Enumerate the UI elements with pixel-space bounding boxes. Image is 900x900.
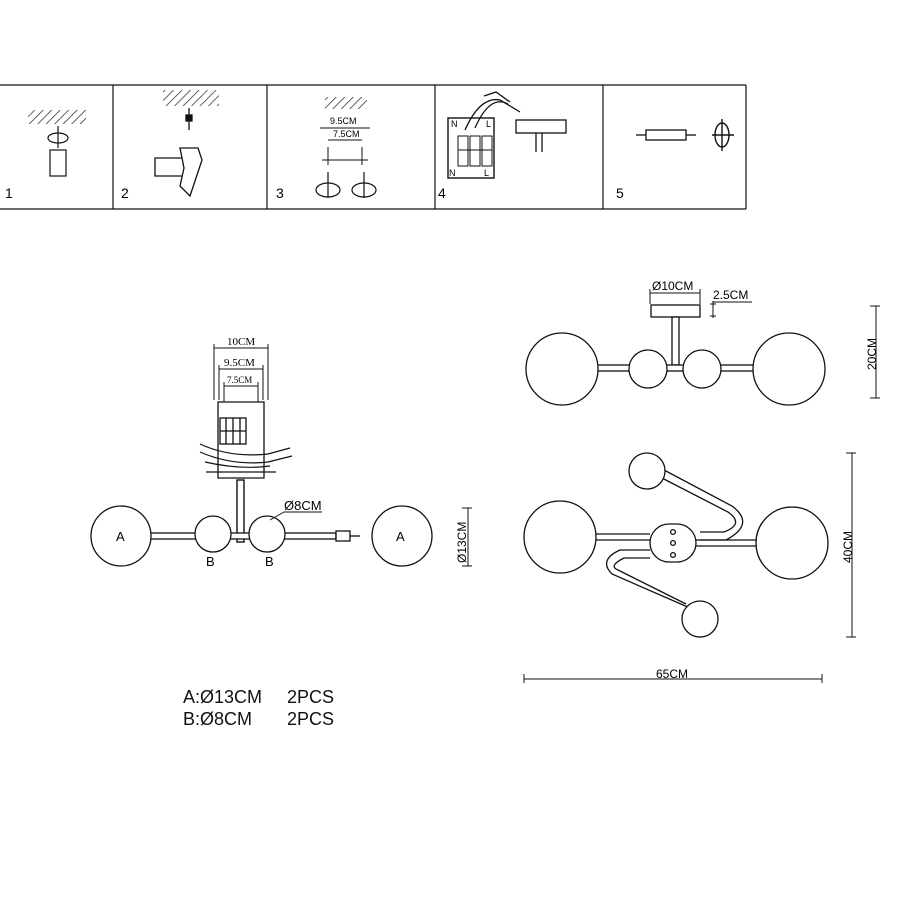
globe-a-right: A xyxy=(371,505,433,567)
arm-rod-icon xyxy=(636,129,696,141)
terminal-n-label: N xyxy=(451,119,458,129)
dim-inner-label: 7.5CM xyxy=(333,129,360,139)
canopy-height-label: 2.5CM xyxy=(713,288,748,302)
hole-outer-label: 9.5CM xyxy=(224,357,255,369)
globe-legend: A:Ø13CM 2PCS B:Ø8CM 2PCS xyxy=(183,686,334,730)
globe-b-left: B xyxy=(194,515,232,569)
depth-label: 40CM xyxy=(841,531,855,563)
depth-dimension xyxy=(846,452,856,638)
height-dimension xyxy=(870,305,880,399)
canopy-icon xyxy=(515,119,567,152)
small-globe-leader xyxy=(269,511,322,521)
canopy-diameter-label: Ø10CM xyxy=(652,279,693,293)
ceiling-hatch xyxy=(163,90,219,106)
globe-height-label: Ø13CM xyxy=(455,522,469,563)
wire-icon xyxy=(464,91,521,131)
legend-qty: 2PCS xyxy=(287,687,335,707)
top-globes xyxy=(523,452,829,638)
hole-spacing-dimension xyxy=(320,127,370,165)
mounting-bracket-icon xyxy=(47,126,69,177)
width-label: 65CM xyxy=(656,667,688,681)
globe-b-label: B xyxy=(265,554,274,569)
plate-width-label: 10CM xyxy=(227,336,255,348)
terminal-block-icon xyxy=(457,135,493,167)
step-1: 1 xyxy=(5,110,86,201)
top-arms xyxy=(590,469,765,609)
terminal-l-label: L xyxy=(486,119,491,129)
rotate-screw-icon xyxy=(712,119,734,151)
step-5: 5 xyxy=(616,119,734,201)
hammer-icon xyxy=(154,108,203,198)
canopy-dimension xyxy=(649,289,752,318)
hole-inner-label: 7.5CM xyxy=(227,375,252,385)
step-number: 3 xyxy=(276,185,284,201)
stem xyxy=(236,479,245,543)
legend-code: A:Ø13CM xyxy=(183,687,263,707)
legend-code: B:Ø8CM xyxy=(183,709,253,729)
legend-row-b: B:Ø8CM 2PCS xyxy=(183,708,334,730)
globe-a-label: A xyxy=(396,529,405,544)
dim-outer-label: 9.5CM xyxy=(330,116,357,126)
globe-b-right: B xyxy=(248,515,286,569)
ceiling-hatch xyxy=(28,110,86,124)
globe-a-left: A xyxy=(90,505,152,567)
small-globe-diameter: Ø8CM xyxy=(284,498,322,513)
step-4: N L N L 4 xyxy=(438,91,567,201)
globe-b-label: B xyxy=(206,554,215,569)
side-fixture xyxy=(525,304,826,406)
front-view: 10CM 9.5CM 7.5CM A xyxy=(90,336,472,569)
step-number: 4 xyxy=(438,185,446,201)
width-dimension xyxy=(523,674,823,683)
step-number: 5 xyxy=(616,185,624,201)
terminal-n2-label: N xyxy=(449,168,456,178)
side-view: Ø10CM 2.5CM 20CM xyxy=(525,279,880,406)
legend-qty: 2PCS xyxy=(287,709,335,729)
ceiling-hatch xyxy=(325,97,367,109)
top-view: 40CM 65CM xyxy=(523,452,856,683)
step-3: 9.5CM 7.5CM 3 xyxy=(276,97,377,201)
globe-height-dimension xyxy=(462,507,472,567)
screw-icon xyxy=(315,172,377,198)
legend-row-a: A:Ø13CM 2PCS xyxy=(183,686,334,708)
globe-a-label: A xyxy=(116,529,125,544)
step-number: 2 xyxy=(121,185,129,201)
supply-wire-icon xyxy=(199,443,293,468)
terminal-l2-label: L xyxy=(484,168,489,178)
ceiling-plate xyxy=(206,401,276,479)
height-label: 20CM xyxy=(865,338,879,370)
step-number: 1 xyxy=(5,185,13,201)
installation-steps xyxy=(0,84,747,210)
step-2: 2 xyxy=(121,90,219,201)
